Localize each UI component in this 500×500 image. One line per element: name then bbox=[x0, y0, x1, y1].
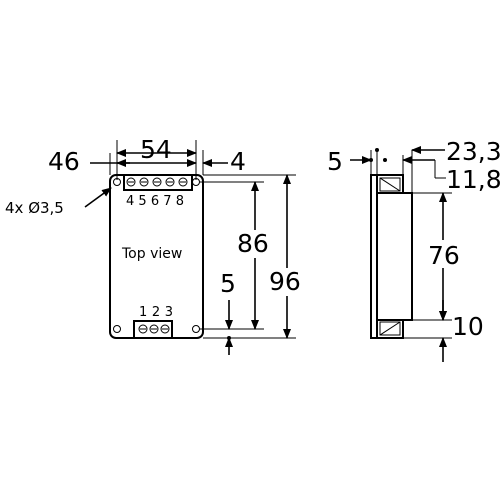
side-view-dimensions: 5 23,3 11,8 76 10 bbox=[327, 137, 500, 362]
top-horizontal-dimensions: 46 54 4 bbox=[48, 135, 246, 180]
side-view-body bbox=[376, 192, 413, 321]
dim-bottom-offset: 10 bbox=[452, 312, 484, 341]
top-view-label: Top view bbox=[121, 246, 182, 262]
bottom-terminal-screws bbox=[138, 324, 170, 334]
side-view-top-terminal bbox=[376, 174, 404, 194]
dim-hole-edge-offset: 5 bbox=[220, 269, 236, 298]
hole-note: 4x Ø3,5 bbox=[5, 199, 64, 217]
top-terminal-screws bbox=[126, 177, 188, 187]
top-vertical-dimensions: 86 96 5 bbox=[200, 174, 306, 355]
dim-hole-spacing-width: 54 bbox=[140, 135, 172, 164]
top-view: 4 5 6 7 8 1 2 3 Top view 4x Ø3,5 bbox=[5, 174, 204, 339]
dim-flange-thickness: 5 bbox=[327, 147, 343, 176]
bottom-terminal-block bbox=[133, 320, 173, 339]
dim-edge-offset: 4 bbox=[230, 147, 246, 176]
dim-body-depth: 11,8 bbox=[446, 165, 500, 194]
dim-overall-depth: 23,3 bbox=[446, 137, 500, 166]
dim-body-height: 76 bbox=[428, 241, 460, 270]
side-view bbox=[370, 174, 413, 339]
terminal-numbers-top: 4 5 6 7 8 bbox=[126, 194, 184, 209]
dim-overall-width: 46 bbox=[48, 147, 80, 176]
dim-hole-spacing-height: 86 bbox=[237, 229, 269, 258]
dim-overall-height: 96 bbox=[269, 267, 301, 296]
side-view-bottom-terminal bbox=[376, 319, 404, 339]
top-terminal-block bbox=[123, 174, 193, 191]
terminal-numbers-bottom: 1 2 3 bbox=[139, 305, 173, 320]
